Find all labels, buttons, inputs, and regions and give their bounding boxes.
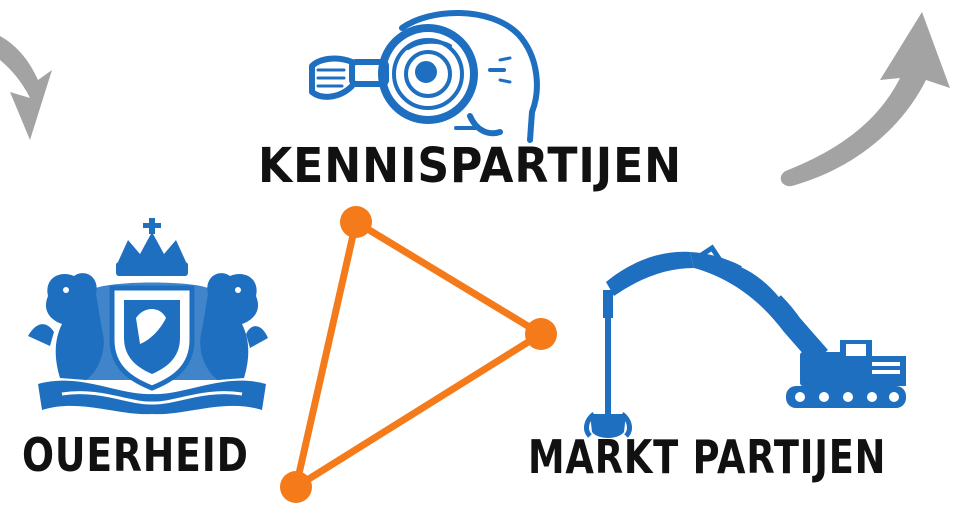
triangle-connector (280, 206, 557, 503)
node-dot-kennis (340, 206, 372, 238)
edge-kennis-markt (352, 218, 545, 338)
arrow-left-icon (0, 36, 52, 140)
node-dot-overheid (280, 471, 312, 503)
marktpartijen-label: MARKT PARTIJEN (528, 430, 887, 484)
node-dot-markt (525, 318, 557, 350)
arrow-right-icon (780, 12, 950, 187)
edge-markt-overheid (292, 330, 545, 491)
coat-of-arms-icon (28, 218, 268, 415)
excavator-icon (584, 244, 906, 438)
edge-overheid-kennis (292, 218, 360, 491)
overheid-label: OUERHEID (22, 428, 249, 482)
researcher-magnifier-icon (309, 10, 540, 143)
kennispartijen-label: KENNISPARTIJEN (258, 138, 683, 194)
